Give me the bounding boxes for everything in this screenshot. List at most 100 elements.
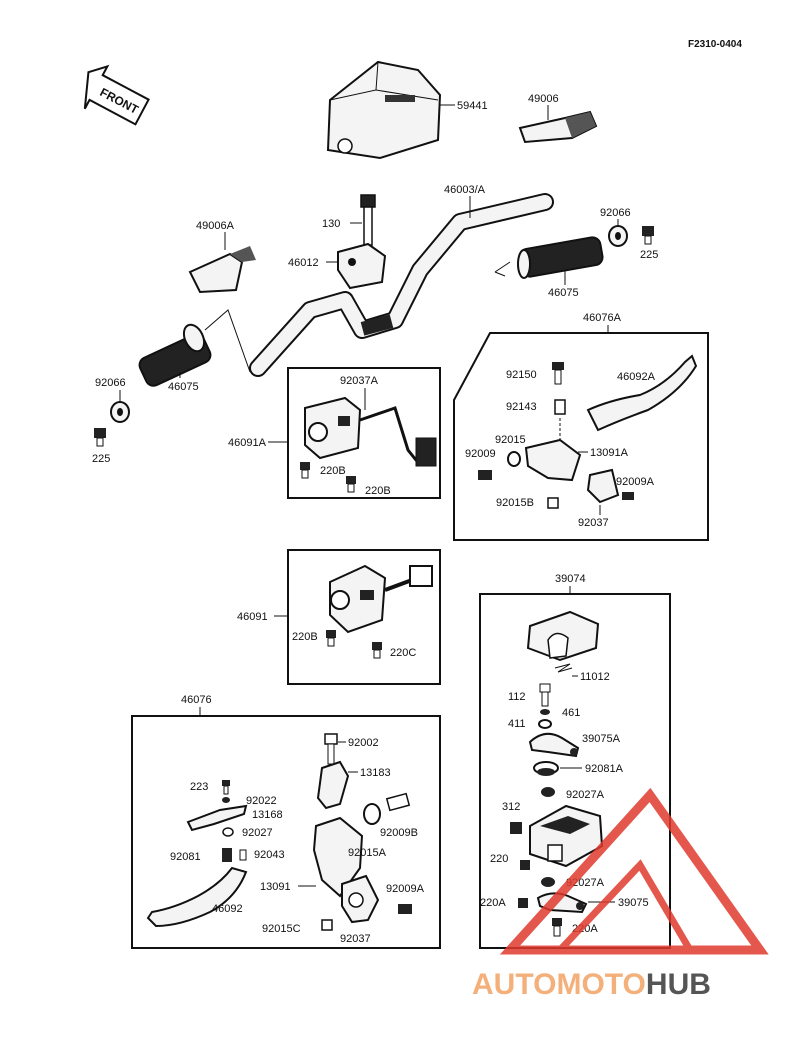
clamp-bolt: [360, 194, 376, 246]
label-220A-a: 220A: [480, 897, 506, 909]
reservoir-cover: [526, 610, 600, 662]
bolt-92002-icon: [324, 733, 338, 765]
label-220B-b: 220B: [365, 485, 391, 497]
handlebar: [249, 193, 554, 377]
label-92037-top: 92037: [578, 517, 609, 529]
seal-92027A-b-icon: [541, 877, 555, 887]
lever-assembly-A-box: [453, 332, 709, 541]
label-13168: 13168: [252, 809, 283, 821]
label-39074: 39074: [555, 573, 586, 585]
label-312: 312: [502, 801, 520, 813]
label-220B-a: 220B: [320, 465, 346, 477]
diaphragm-92081A: [533, 761, 559, 776]
label-92043: 92043: [254, 849, 285, 861]
bolt-112-icon: [539, 683, 551, 707]
bolt-92009-icon: [478, 470, 492, 480]
label-49006A: 49006A: [196, 220, 235, 232]
bolt-92150-icon: [552, 362, 564, 385]
washer-411-icon: [538, 719, 552, 729]
label-92081: 92081: [170, 851, 201, 863]
label-46075-left: 46075: [168, 381, 199, 393]
spring-11012: [554, 663, 573, 673]
switch-housing-right: [329, 564, 433, 634]
spring-92081-icon: [222, 848, 232, 862]
label-92015C: 92015C: [262, 923, 301, 935]
washer-461-icon: [540, 709, 550, 715]
label-220B-c: 220B: [292, 631, 318, 643]
label-46076: 46076: [181, 694, 212, 706]
lever-holder-13091A: [524, 438, 582, 482]
label-46092A: 46092A: [617, 371, 656, 383]
label-92015B: 92015B: [496, 497, 534, 509]
label-92027: 92027: [242, 827, 273, 839]
handlebar-clamp: [337, 242, 387, 290]
label-92002: 92002: [348, 737, 379, 749]
grip-left: [138, 323, 212, 387]
nut-92015C-icon: [321, 919, 333, 931]
label-11012: 11012: [580, 671, 610, 683]
screw-left-icon: [94, 428, 106, 447]
washer-92027-icon: [222, 827, 234, 837]
bolt-220A-a-icon: [518, 898, 528, 908]
label-13183: 13183: [360, 767, 391, 779]
screw-220C-icon: [372, 642, 382, 659]
label-92143: 92143: [506, 401, 537, 413]
watermark-logo-icon: [499, 787, 769, 955]
label-39075A: 39075A: [582, 733, 621, 745]
label-92037A: 92037A: [340, 375, 379, 387]
label-92066-left: 92066: [95, 377, 126, 389]
label-59441: 59441: [457, 100, 488, 112]
label-92015: 92015: [495, 434, 526, 446]
diagram-code: F2310-0404: [688, 39, 742, 50]
screw-220A-b-icon: [552, 918, 562, 937]
label-46092: 46092: [212, 903, 243, 915]
switch-housing-left: [304, 396, 437, 467]
bolt-92009A-bottom-icon: [398, 904, 412, 914]
switch-left-box: [287, 367, 441, 499]
plate-13168: [186, 804, 248, 832]
label-49006: 49006: [528, 93, 559, 105]
lever-assembly-box: [131, 715, 441, 949]
lever-46092A: [586, 354, 698, 432]
label-92009B: 92009B: [380, 827, 418, 839]
label-92009: 92009: [465, 448, 496, 460]
label-13091A: 13091A: [590, 447, 629, 459]
label-46091A: 46091A: [228, 437, 267, 449]
cylinder-body: [529, 804, 604, 868]
cap-312-icon: [510, 822, 522, 834]
bolt-92009A-top-icon: [622, 492, 634, 500]
clamp-92037-bottom: [341, 874, 380, 924]
end-cap-left: [110, 401, 130, 423]
label-461: 461: [562, 707, 580, 719]
label-223: 223: [190, 781, 208, 793]
label-225-right: 225: [640, 249, 658, 261]
seal-92027A-a-icon: [541, 787, 555, 797]
label-411: 411: [508, 718, 526, 730]
label-92150: 92150: [506, 369, 537, 381]
lever-46092: [146, 866, 248, 928]
label-112: 112: [508, 691, 526, 703]
label-46091: 46091: [237, 611, 268, 623]
pin-92043-icon: [239, 849, 247, 861]
screw-223-icon: [222, 780, 230, 795]
handlebar-cover: [326, 60, 442, 160]
label-46075-right: 46075: [548, 287, 579, 299]
bolt-220-icon: [520, 860, 530, 870]
grip-right: [517, 236, 604, 279]
label-46003: 46003/A: [444, 184, 486, 196]
label-225-left: 225: [92, 453, 110, 465]
watermark-text: AUTOMOTOHUB: [472, 968, 711, 1001]
front-arrow-icon: FRONT: [83, 64, 150, 126]
switch-right-box: [287, 549, 441, 685]
label-220C: 220C: [390, 647, 416, 659]
label-92022: 92022: [246, 795, 277, 807]
screw-220B-a-icon: [300, 462, 310, 479]
label-13091: 13091: [260, 881, 291, 893]
label-220: 220: [490, 853, 508, 865]
watermark-text-a: AUTOMOTO: [472, 968, 646, 1001]
bracket-13183: [316, 760, 350, 810]
label-92027A-a: 92027A: [566, 789, 605, 801]
label-92037-bottom: 92037: [340, 933, 371, 945]
handlebar-weight-left: [188, 246, 256, 294]
